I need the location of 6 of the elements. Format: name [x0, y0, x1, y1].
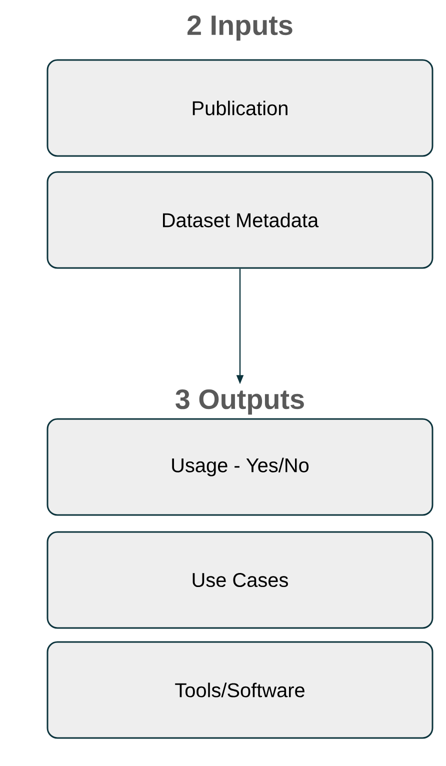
- output-box: Tools/Software: [46, 641, 434, 739]
- input-box: Dataset Metadata: [46, 171, 434, 269]
- heading: 3 Outputs: [176, 389, 304, 415]
- output-box: Use Cases: [46, 531, 434, 629]
- input-box: Publication: [46, 59, 434, 157]
- output-box: Usage - Yes/No: [46, 418, 434, 516]
